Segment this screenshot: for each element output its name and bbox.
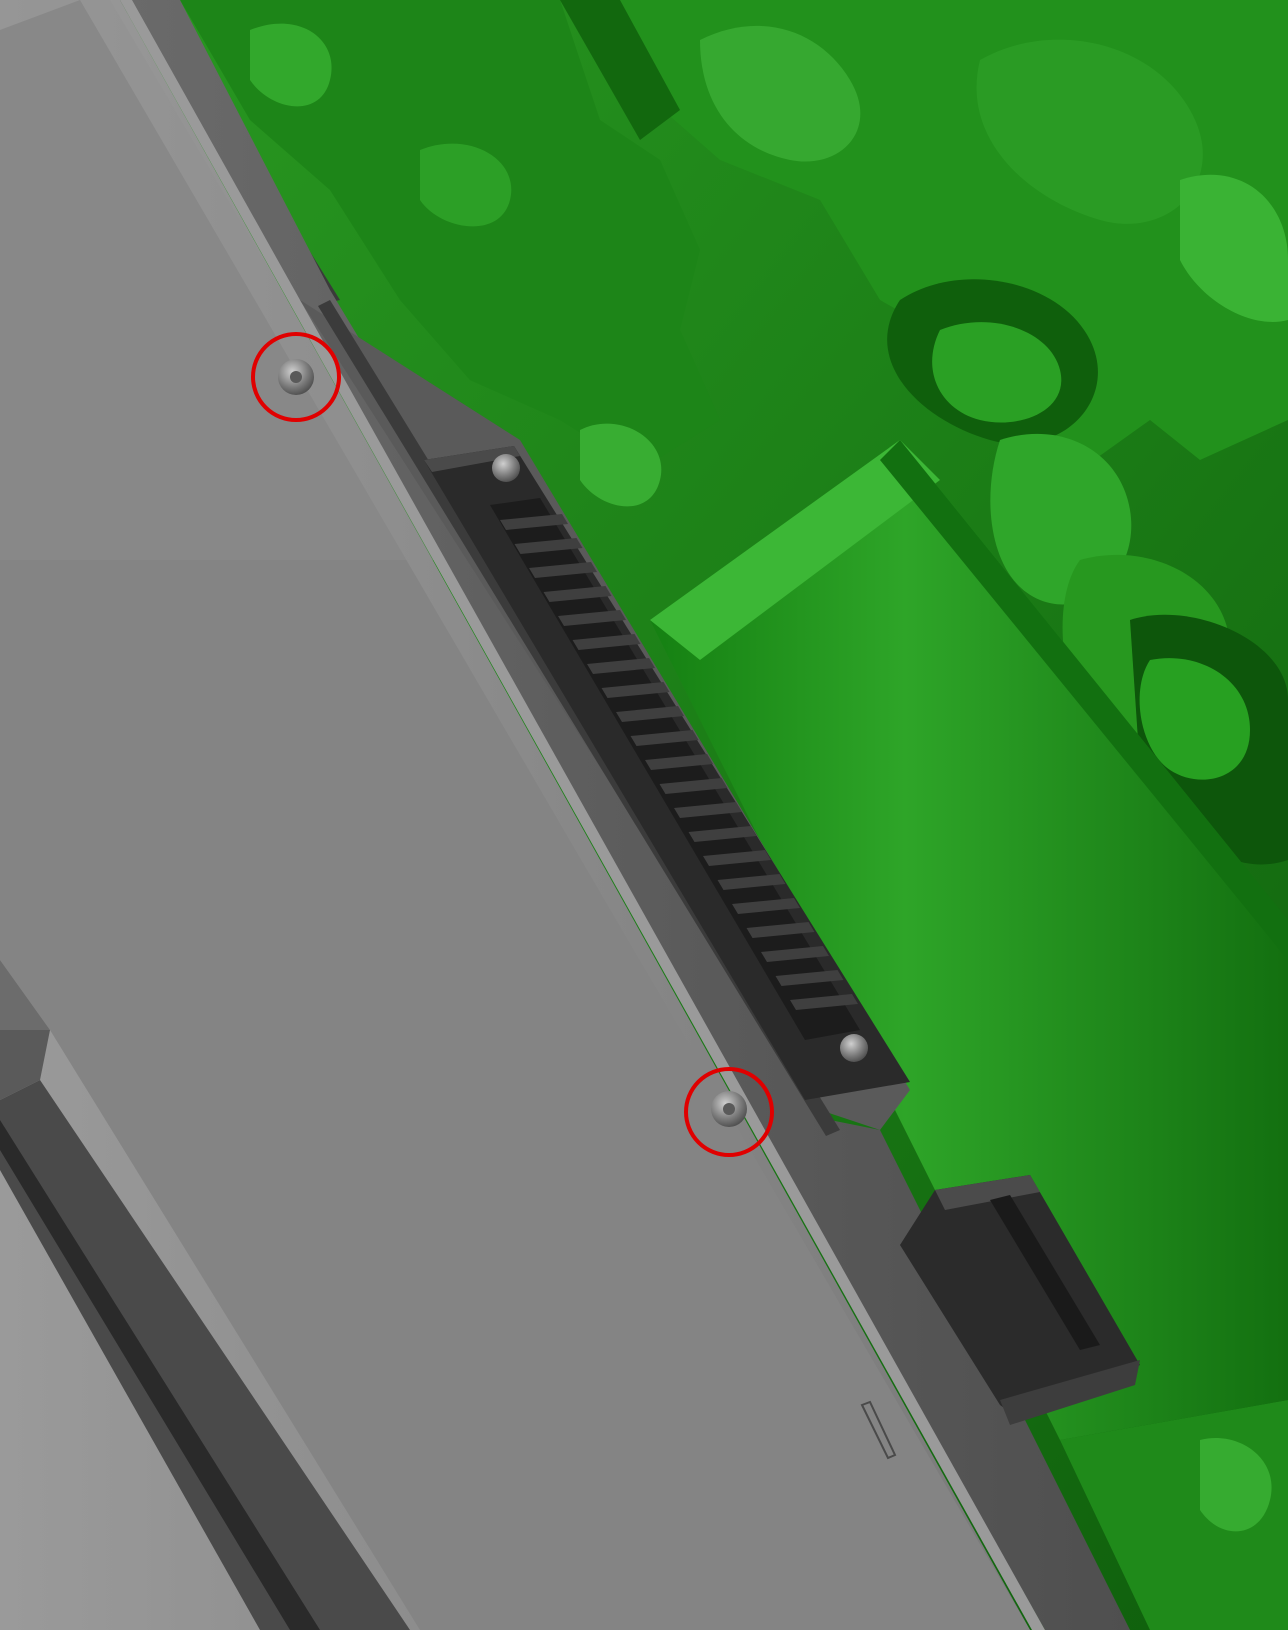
grille-slot — [746, 922, 815, 938]
clip-bracket — [900, 1175, 1140, 1425]
grille-slot — [703, 850, 771, 866]
callout-circle-upper — [251, 332, 341, 422]
grille-screw-top — [492, 454, 520, 482]
grille-slot — [500, 514, 568, 530]
grille-slot — [688, 826, 757, 842]
grille-slot — [761, 946, 829, 962]
grille-slot — [587, 658, 655, 674]
grille-slot — [659, 778, 728, 794]
grille-slot — [601, 682, 670, 698]
vent-grille — [424, 446, 910, 1100]
grille-slot — [572, 634, 641, 650]
grille-slot — [674, 802, 742, 818]
screw-upper — [278, 359, 314, 395]
panel-mark — [860, 1400, 897, 1460]
engine-block — [650, 440, 1288, 1440]
grille-screw-bottom — [840, 1034, 868, 1062]
grille-slot — [645, 754, 713, 770]
grille-slot — [775, 970, 844, 986]
grille-slot — [543, 586, 612, 602]
grille-slot — [717, 874, 786, 890]
grille-slot — [529, 562, 597, 578]
grille-slot — [790, 994, 858, 1010]
grille-slot — [630, 730, 699, 746]
grille-slot — [732, 898, 800, 914]
side-panel — [0, 0, 1030, 1630]
grille-slot — [616, 706, 684, 722]
screw-lower — [711, 1091, 747, 1127]
lower-rail — [0, 960, 410, 1630]
callout-circle-lower — [684, 1067, 774, 1157]
grille-slot — [514, 538, 583, 554]
grille-slot — [558, 610, 626, 626]
